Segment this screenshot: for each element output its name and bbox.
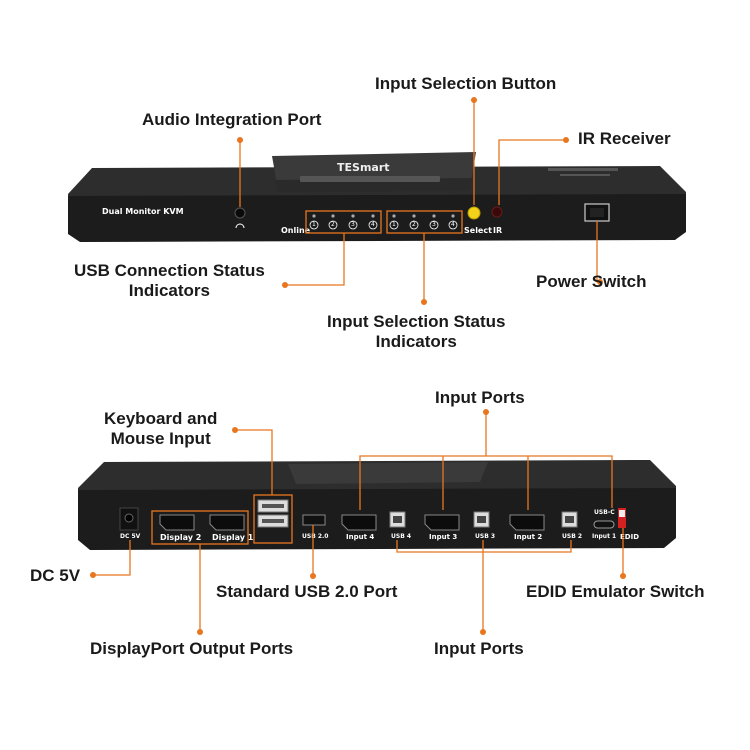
input-number-2: 2 (412, 221, 416, 228)
input-1-label: Input 1 (592, 533, 617, 540)
label-power-switch: Power Switch (536, 272, 647, 291)
select-button-shape (467, 206, 481, 220)
label-keyboard-mouse: Keyboard and Mouse Input (104, 409, 217, 449)
label-input-status-line2: Indicators (375, 332, 457, 351)
label-usb-status-line1: USB Connection Status (74, 261, 265, 280)
online-number-4: 4 (371, 221, 375, 228)
label-dc5v: DC 5V (30, 566, 81, 585)
ir-label: IR (493, 226, 503, 235)
usb-c-label: USB-C (594, 509, 615, 516)
front-brand: TESmart (337, 161, 390, 174)
input-number-1: 1 (392, 221, 396, 228)
input-3-label: Input 3 (429, 533, 458, 541)
usb20-label: USB 2.0 (302, 533, 329, 540)
select-label: Select (464, 226, 492, 235)
online-number-1: 1 (312, 221, 316, 228)
label-ir-receiver: IR Receiver (578, 129, 671, 148)
label-input-ports-top: Input Ports (435, 388, 525, 407)
label-keyboard-line2: Mouse Input (110, 429, 211, 448)
audio-jack (234, 207, 246, 219)
input-number-4: 4 (451, 221, 455, 228)
ir-receiver-shape (491, 206, 503, 218)
online-leds (312, 214, 455, 218)
label-usb-status: USB Connection Status Indicators (74, 261, 265, 301)
label-keyboard-line1: Keyboard and (104, 409, 218, 428)
online-label: Online (281, 226, 311, 235)
input-number-3: 3 (432, 221, 436, 228)
label-input-status: Input Selection Status Indicators (327, 312, 506, 352)
display-2-label: Display 2 (160, 533, 202, 542)
input-4-label: Input 4 (346, 533, 375, 541)
label-standard-usb: Standard USB 2.0 Port (216, 582, 398, 601)
online-number-2: 2 (331, 221, 335, 228)
usb-2-label: USB 2 (562, 533, 583, 540)
label-usb-status-line2: Indicators (128, 281, 211, 300)
front-model-text: Dual Monitor KVM (102, 207, 184, 216)
label-input-selection-button: Input Selection Button (375, 74, 557, 93)
online-number-3: 3 (351, 221, 355, 228)
usb-3-label: USB 3 (475, 533, 496, 540)
label-input-status-line1: Input Selection Status (327, 312, 506, 331)
usb-4-label: USB 4 (391, 533, 412, 540)
label-input-ports-bottom: Input Ports (434, 639, 524, 658)
input-2-label: Input 2 (514, 533, 543, 541)
display-1-label: Display 1 (212, 533, 254, 542)
label-audio-port: Audio Integration Port (142, 110, 322, 129)
headphone-icon (235, 223, 245, 229)
label-displayport-out: DisplayPort Output Ports (90, 639, 294, 658)
edid-label: EDID (620, 533, 640, 541)
dc-port-label: DC 5V (120, 533, 141, 540)
label-edid-switch: EDID Emulator Switch (526, 582, 705, 601)
